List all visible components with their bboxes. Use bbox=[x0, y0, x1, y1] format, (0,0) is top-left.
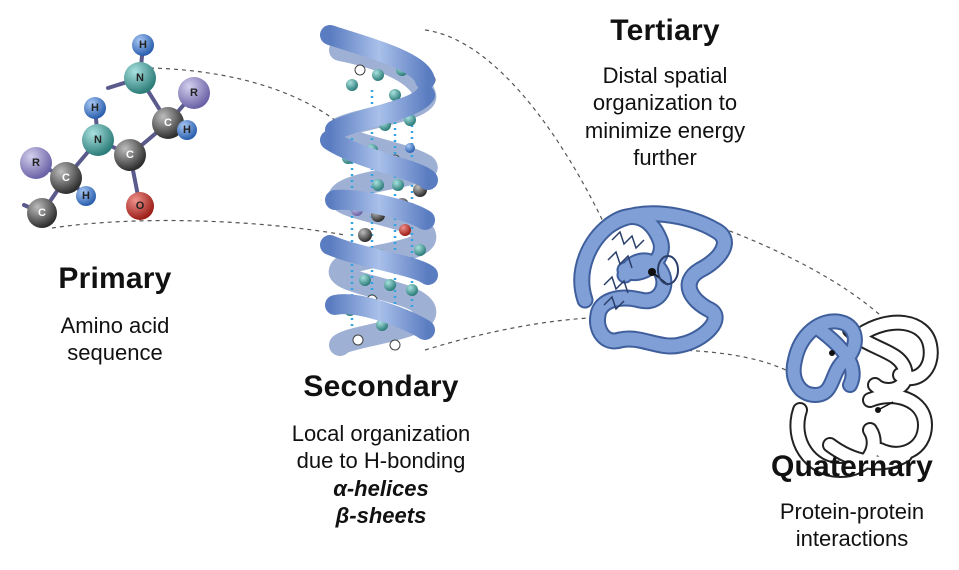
svg-text:H: H bbox=[91, 102, 99, 114]
atom-h-top: H bbox=[132, 34, 154, 56]
quaternary-description-line-1: Protein-protein bbox=[779, 498, 925, 524]
svg-text:R: R bbox=[190, 87, 198, 99]
tertiary-description-line-2: organization to bbox=[592, 90, 738, 115]
quaternary-protein bbox=[785, 313, 939, 478]
atom-r-right: R bbox=[178, 77, 210, 109]
primary-label-group: Primary Amino acid sequence bbox=[20, 260, 210, 367]
primary-title: Primary bbox=[58, 262, 172, 295]
svg-text:H: H bbox=[82, 190, 90, 202]
atom-o: O bbox=[126, 192, 154, 220]
svg-text:C: C bbox=[62, 172, 70, 184]
tertiary-protein bbox=[573, 205, 733, 355]
atom-c-bottom: C bbox=[27, 198, 57, 228]
connector-primary-to-secondary-top bbox=[149, 67, 346, 129]
tertiary-description-line-3: minimize energy bbox=[584, 117, 746, 143]
primary-description-line-1: Amino acid bbox=[60, 312, 170, 338]
svg-text:N: N bbox=[94, 134, 102, 146]
amino-acid-molecule: H N R C H H N C O R C H C bbox=[20, 34, 210, 228]
svg-text:C: C bbox=[164, 117, 172, 129]
svg-text:N: N bbox=[136, 72, 144, 84]
secondary-title: Secondary bbox=[303, 370, 459, 403]
alpha-helix bbox=[320, 25, 438, 356]
connector-lines bbox=[51, 29, 881, 376]
svg-text:C: C bbox=[38, 207, 46, 219]
helix-front-ribbon bbox=[320, 25, 438, 340]
secondary-structure-alpha-helices: α-helices bbox=[333, 475, 429, 501]
quaternary-title: Quaternary bbox=[770, 450, 934, 483]
secondary-label-group: Secondary Local organization due to H-bo… bbox=[250, 368, 512, 530]
atom-h-left: H bbox=[76, 186, 96, 206]
connector-primary-to-secondary-bottom bbox=[51, 219, 346, 236]
atom-c-alpha-left: C bbox=[50, 162, 82, 194]
quaternary-label-group: Quaternary Protein-protein interactions bbox=[745, 448, 959, 553]
quaternary-description-line-2: interactions bbox=[795, 526, 909, 551]
connector-tertiary-to-quaternary-top bbox=[721, 227, 881, 316]
svg-text:R: R bbox=[32, 157, 40, 169]
connector-secondary-to-tertiary-top bbox=[424, 29, 609, 233]
svg-text:O: O bbox=[136, 200, 145, 212]
svg-text:H: H bbox=[183, 124, 191, 136]
tertiary-inner-helix bbox=[603, 230, 645, 311]
atom-h-right: H bbox=[177, 120, 197, 140]
secondary-structure-beta-sheets: β-sheets bbox=[335, 503, 427, 528]
atom-r-left: R bbox=[20, 147, 52, 179]
tertiary-description-line-1: Distal spatial bbox=[602, 62, 728, 88]
tertiary-description-line-4: further bbox=[633, 145, 697, 170]
connector-tertiary-to-quaternary-bottom bbox=[679, 349, 796, 376]
secondary-description-line-1: Local organization bbox=[291, 420, 471, 446]
secondary-description-line-2: due to H-bonding bbox=[296, 448, 466, 473]
connector-secondary-to-tertiary-bottom bbox=[424, 317, 591, 351]
atom-h-mid: H bbox=[84, 97, 106, 119]
atom-c-carbonyl: C bbox=[114, 139, 146, 171]
atom-n-top: N bbox=[124, 62, 156, 94]
atom-n-mid: N bbox=[82, 124, 114, 156]
svg-text:H: H bbox=[139, 39, 147, 51]
atom-c-alpha-right: C bbox=[152, 107, 184, 139]
tertiary-label-group: Tertiary Distal spatial organization to … bbox=[555, 12, 775, 172]
tertiary-title: Tertiary bbox=[610, 14, 720, 47]
primary-description-line-2: sequence bbox=[67, 340, 163, 365]
svg-text:C: C bbox=[126, 149, 134, 161]
